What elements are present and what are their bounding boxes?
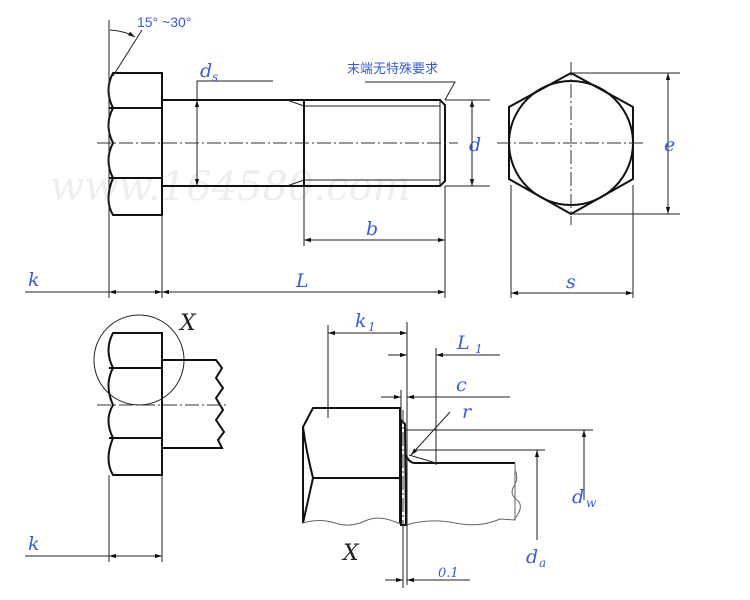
gap-label: 0.1 bbox=[438, 566, 459, 581]
bolt-front-view: 15° ~30° 末端无特殊要求 d s d b L k bbox=[25, 14, 490, 298]
e-label: e bbox=[664, 134, 675, 156]
s-label: s bbox=[566, 271, 576, 293]
angle-label: 15° ~30° bbox=[137, 14, 191, 30]
end-note-label: 末端无特殊要求 bbox=[347, 62, 438, 77]
X-detail-marker: X bbox=[178, 311, 197, 336]
k1-subscript: 1 bbox=[368, 320, 376, 334]
k1-label: k bbox=[355, 310, 367, 332]
detail-x-view: k 1 L 1 c r d w d a 0.1 X bbox=[302, 310, 597, 588]
dw-subscript: w bbox=[586, 496, 597, 510]
ds-label: d bbox=[200, 60, 212, 82]
L1-label: L bbox=[456, 332, 470, 354]
k-label: k bbox=[28, 269, 40, 291]
bolt-head-view: X k bbox=[25, 311, 226, 562]
da-subscript: a bbox=[539, 556, 546, 570]
L-label: L bbox=[295, 270, 309, 292]
r-label: r bbox=[462, 401, 473, 423]
da-label: d bbox=[526, 546, 538, 568]
bolt-end-view: e s bbox=[497, 62, 680, 298]
L1-subscript: 1 bbox=[475, 342, 483, 356]
b-label: b bbox=[366, 218, 378, 240]
d-label: d bbox=[469, 134, 481, 156]
c-label: c bbox=[456, 374, 467, 396]
dw-label: d bbox=[572, 486, 584, 508]
detail-title: X bbox=[341, 541, 360, 566]
ds-subscript: s bbox=[212, 70, 218, 84]
k-label-2: k bbox=[28, 533, 40, 555]
